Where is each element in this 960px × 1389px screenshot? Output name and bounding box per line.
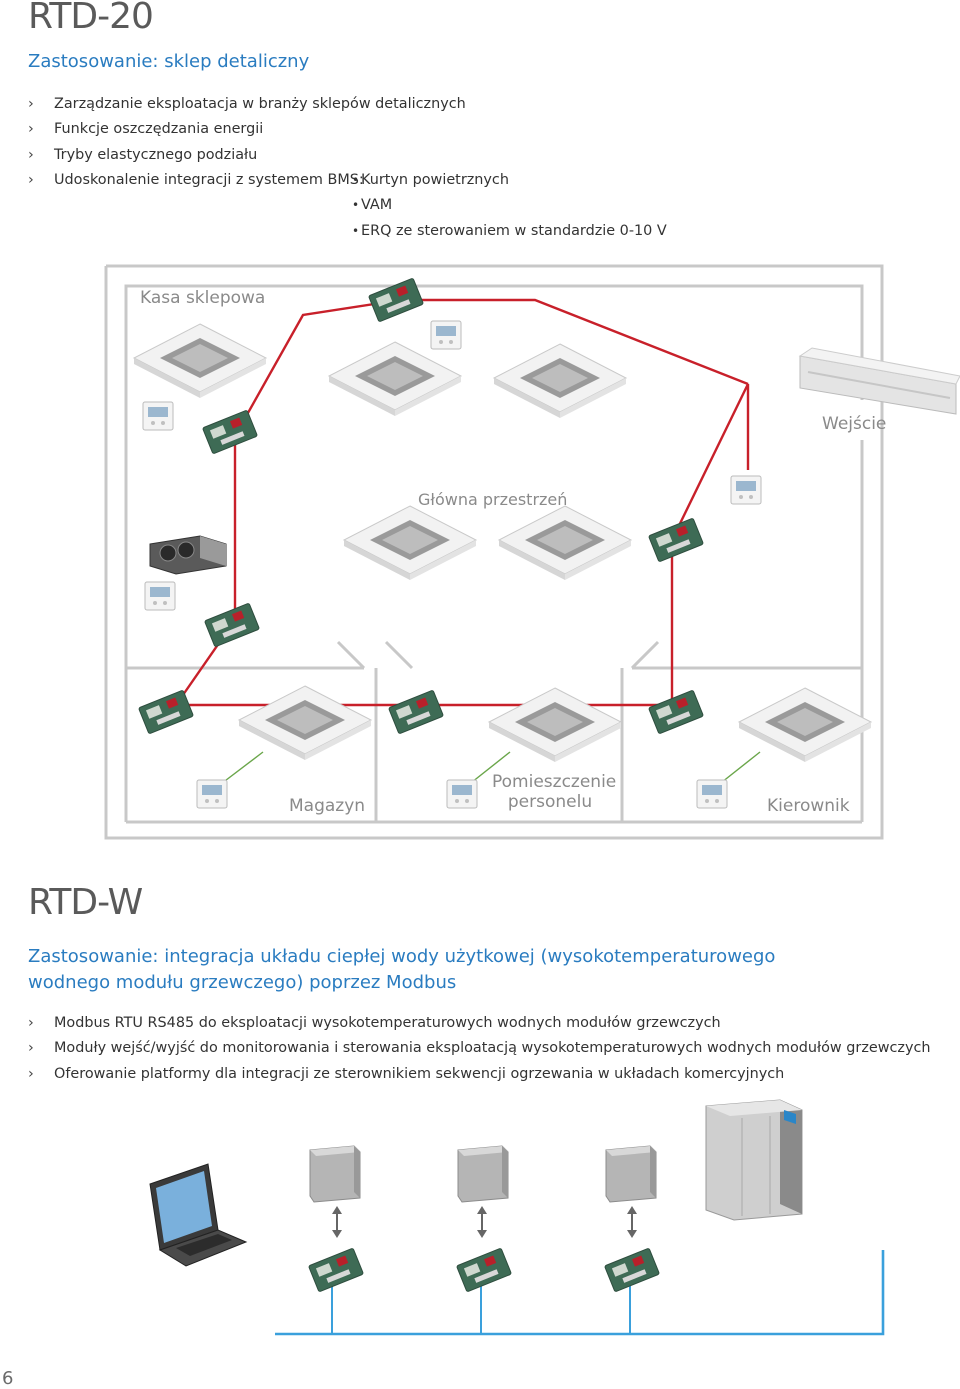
remote-controller-icon (430, 320, 462, 350)
cassette-unit (493, 343, 627, 419)
page-number: 6 (2, 1368, 14, 1389)
chevron-icon: › (28, 121, 34, 138)
controller-board-icon (388, 689, 444, 735)
section-title: RTD-W (28, 882, 143, 923)
remote-controller-icon (730, 475, 762, 505)
bms-item: VAM (352, 193, 667, 218)
room-label-storage: Magazyn (289, 796, 366, 816)
section-subtitle: Zastosowanie: integracja układu ciepłej … (28, 946, 776, 993)
bms-item: Kurtyn powietrznych (352, 168, 667, 193)
remote-controller-icon (144, 581, 176, 611)
list-item: ›Tryby elastycznego podziału (28, 143, 466, 168)
bidirectional-arrow-icon (626, 1205, 638, 1239)
controller-board-icon (604, 1247, 660, 1293)
page-title: RTD-20 (28, 0, 154, 37)
floor-plan-walls (104, 264, 884, 840)
room-label-entrance: Wejście (822, 414, 887, 434)
controller-board-icon (202, 409, 258, 455)
list-item: ›Funkcje oszczędzania energii (28, 117, 466, 142)
remote-controller-icon (446, 779, 478, 809)
heating-module-icon (457, 1145, 509, 1203)
list-item: ›Udoskonalenie integracji z systemem BMS… (28, 168, 466, 193)
section-subtitle: Zastosowanie: sklep detaliczny (28, 51, 310, 72)
chevron-icon: › (28, 171, 34, 188)
remote-controller-icon (196, 779, 228, 809)
bidirectional-arrow-icon (476, 1205, 488, 1239)
modbus-line (275, 1250, 885, 1336)
outdoor-unit-icon (705, 1099, 803, 1221)
cassette-unit (498, 505, 632, 581)
cassette-unit (133, 323, 267, 399)
room-label-main: Główna przestrzeń (418, 490, 568, 509)
chevron-icon: › (28, 1040, 34, 1057)
bms-sublist: Kurtyn powietrznych VAM ERQ ze sterowani… (352, 168, 667, 244)
controller-board-icon (648, 517, 704, 563)
cassette-unit (238, 685, 372, 761)
remote-controller-icon (142, 401, 174, 431)
room-label-staff: Pomieszczenie personelu (492, 772, 617, 812)
controller-board-icon (456, 1247, 512, 1293)
heating-module-icon (309, 1145, 361, 1203)
chevron-icon: › (28, 146, 34, 163)
controller-board-icon (138, 689, 194, 735)
list-item: ›Zarządzanie eksploatacja w branży sklep… (28, 92, 466, 117)
controller-board-icon (308, 1247, 364, 1293)
cassette-unit (738, 687, 872, 763)
cassette-unit (488, 687, 622, 763)
store-diagram (104, 264, 960, 840)
chevron-icon: › (28, 1065, 34, 1082)
heating-module-icon (605, 1145, 657, 1203)
feature-list: ›Modbus RTU RS485 do eksploatacji wysoko… (28, 1011, 931, 1087)
list-item: ›Oferowanie platformy dla integracji ze … (28, 1062, 931, 1087)
list-item: ›Modbus RTU RS485 do eksploatacji wysoko… (28, 1011, 931, 1036)
cassette-unit (328, 341, 462, 417)
bms-item: ERQ ze sterowaniem w standardzie 0-10 V (352, 219, 667, 244)
vam-unit-icon (149, 535, 227, 575)
room-label-manager: Kierownik (767, 796, 850, 816)
list-item: ›Moduły wejść/wyjść do monitorowania i s… (28, 1036, 931, 1061)
chevron-icon: › (28, 1015, 34, 1031)
bidirectional-arrow-icon (331, 1205, 343, 1239)
room-label-checkout: Kasa sklepowa (140, 288, 266, 308)
remote-links (212, 751, 761, 791)
modbus-diagram (149, 1099, 885, 1336)
chevron-icon: › (28, 96, 34, 112)
air-curtain-icon (798, 347, 960, 415)
cassette-unit (343, 505, 477, 581)
controller-board-icon (648, 689, 704, 735)
remote-controller-icon (696, 779, 728, 809)
laptop-icon (149, 1163, 248, 1267)
controller-board-icon (204, 602, 260, 648)
feature-list: ›Zarządzanie eksploatacja w branży sklep… (28, 92, 466, 193)
